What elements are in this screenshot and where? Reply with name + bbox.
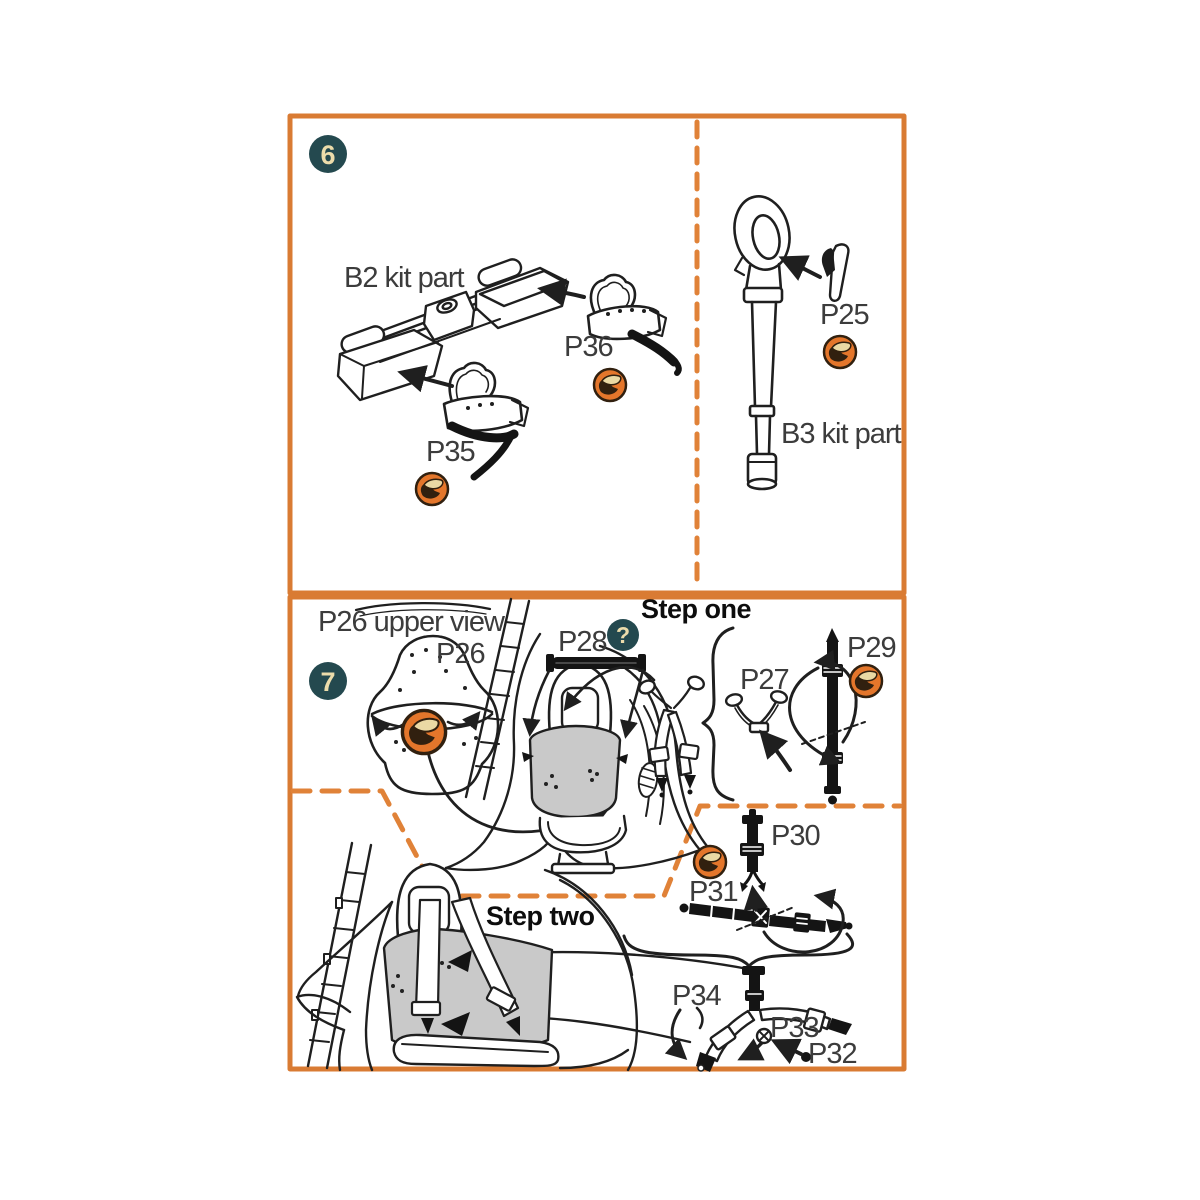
step7-number: 7 [320, 667, 336, 697]
step7-badge-circle [309, 662, 347, 700]
p31-strap-drawing [679, 884, 853, 954]
p32-label: P32 [808, 1038, 858, 1070]
resin-part-icon [822, 334, 858, 370]
rudder-pedal-assembly-drawing [336, 258, 570, 402]
step-two-seat-drawing [295, 841, 639, 1072]
b2-kit-part-label: B2 kit part [344, 262, 465, 294]
p35-label: P35 [426, 436, 476, 468]
p30-label: P30 [771, 820, 821, 852]
p31-label: P31 [689, 876, 739, 908]
p25-part-drawing [821, 243, 850, 302]
p26-label: P26 [436, 638, 486, 670]
p36-label: P36 [564, 331, 614, 363]
step6-number: 6 [320, 140, 336, 170]
p25-attach-arrow [778, 255, 822, 281]
p29-label: P29 [847, 632, 897, 664]
step6-panel-border [287, 113, 907, 596]
step6-panel [287, 113, 907, 596]
p35-strap-drawing [442, 361, 530, 481]
resin-part-icon [848, 663, 884, 699]
control-stick-drawing [733, 195, 791, 491]
step-two-label: Step two [486, 901, 595, 931]
p27-pointer-arrow [758, 729, 792, 772]
b3-kit-part-label: B3 kit part [781, 418, 902, 450]
p25-label: P25 [820, 299, 870, 331]
p34-label: P34 [672, 980, 722, 1012]
shoulder-harness-drawing [563, 665, 705, 798]
p33-label: P33 [770, 1012, 820, 1044]
lap-belt-assembly-drawing [664, 966, 852, 1072]
step6-badge-circle [309, 135, 347, 173]
question-badge-circle [607, 619, 639, 651]
p26-upper-view-label: P26 upper view [318, 606, 505, 638]
p36-strap-drawing [586, 273, 682, 376]
resin-part-icon [414, 471, 450, 507]
step-one-label: Step one [641, 594, 752, 624]
p27-label: P27 [740, 664, 790, 696]
p28-strap-drawing [522, 654, 646, 739]
step-divider-dashed-line [290, 788, 903, 899]
p35-attach-arrow [397, 365, 454, 393]
p30-strap-drawing [740, 809, 766, 892]
step7-panel-border [287, 594, 907, 1072]
step-one-seat-drawing [444, 597, 714, 875]
resin-part-icon [692, 844, 728, 880]
p28-label: P28 [558, 626, 608, 658]
p36-attach-arrow [537, 278, 586, 307]
step7-panel [287, 594, 907, 1072]
resin-part-icon [400, 708, 448, 756]
grouping-brace [701, 626, 735, 802]
resin-part-icon [592, 367, 628, 403]
question-mark-icon: ? [615, 622, 631, 648]
